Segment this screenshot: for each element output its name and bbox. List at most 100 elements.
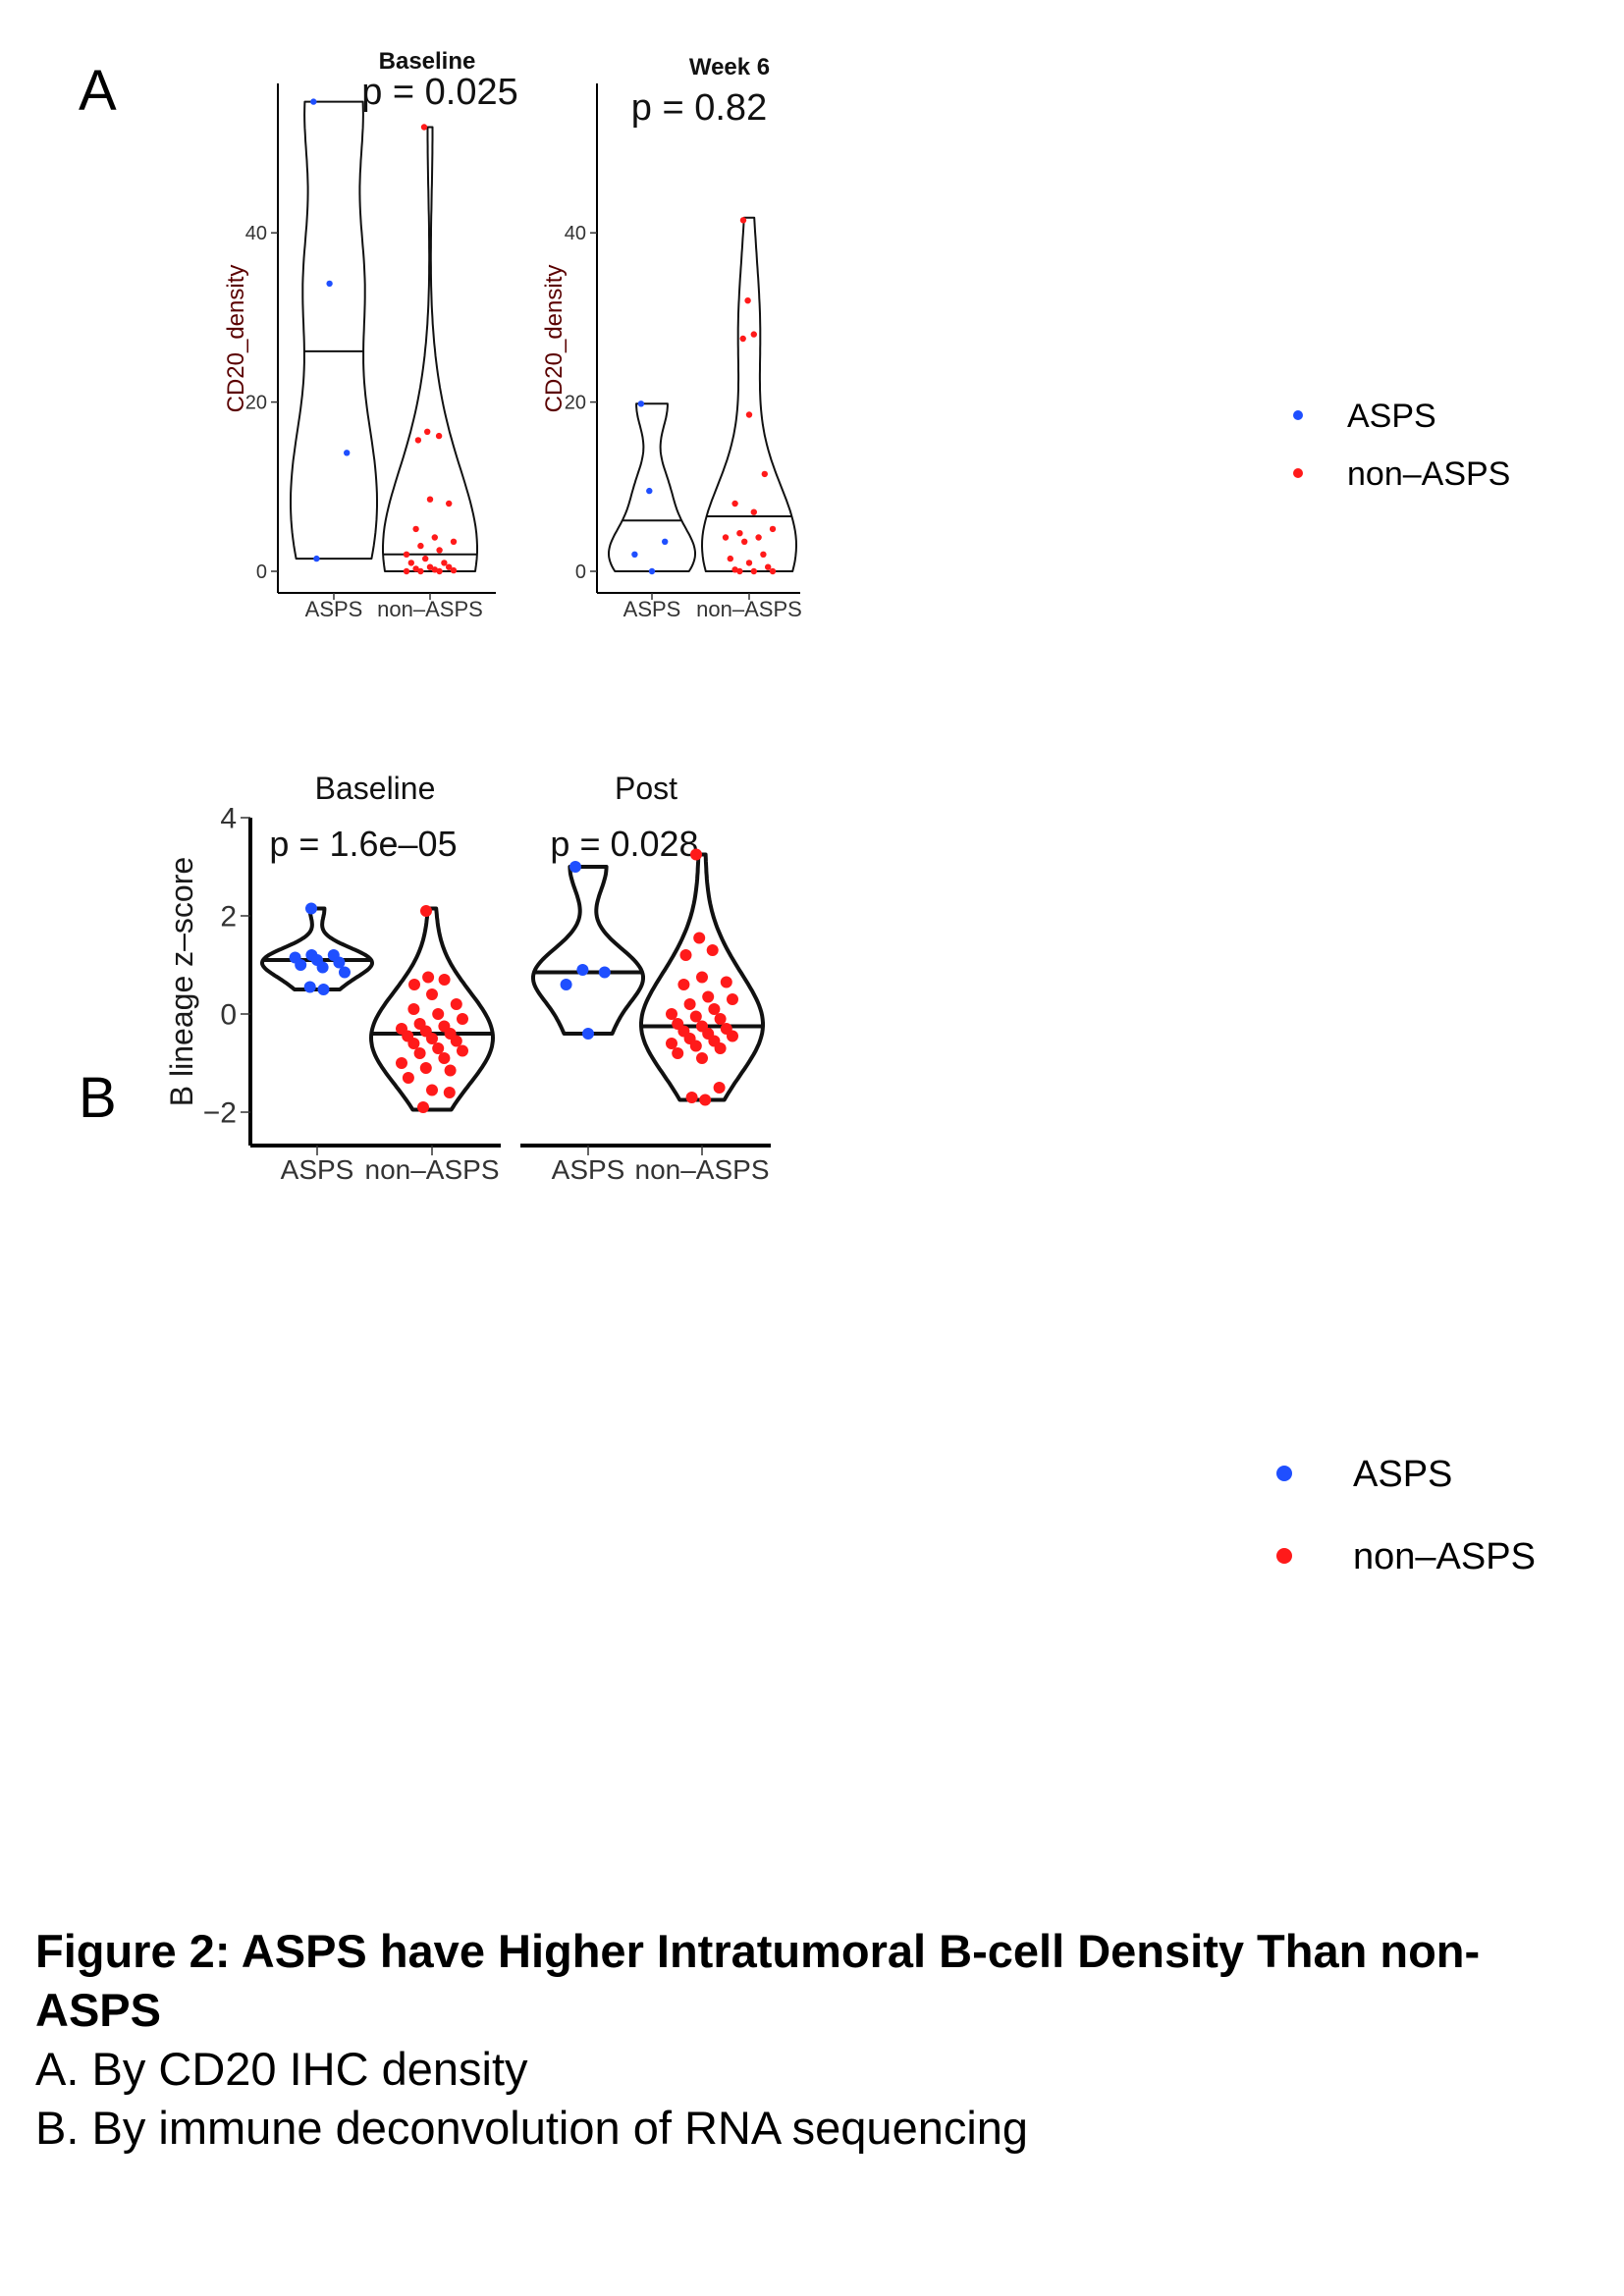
data-point-non-asps xyxy=(417,1101,429,1113)
data-point-non-asps xyxy=(446,563,453,570)
data-point-non-asps xyxy=(424,428,431,435)
y-tick-label: 20 xyxy=(245,393,267,414)
violin-non-asps xyxy=(369,906,495,1112)
data-point-non-asps xyxy=(412,565,419,572)
data-point-non-asps xyxy=(438,974,451,986)
data-point-non-asps xyxy=(755,534,762,541)
data-point-asps xyxy=(326,280,333,288)
data-point-non-asps xyxy=(413,1047,426,1059)
x-tick-label: ASPS xyxy=(281,1154,354,1185)
data-point-non-asps xyxy=(426,1033,438,1044)
data-point-asps xyxy=(637,400,645,407)
data-point-non-asps xyxy=(446,500,453,507)
data-point-asps xyxy=(344,450,351,456)
data-point-non-asps xyxy=(450,1035,462,1047)
facet-title: Baseline xyxy=(379,48,476,75)
data-point-non-asps xyxy=(685,1092,698,1103)
x-tick-label: ASPS xyxy=(552,1154,625,1185)
data-point-non-asps xyxy=(420,124,428,131)
data-point-non-asps xyxy=(727,993,738,1005)
data-point-non-asps xyxy=(745,411,753,418)
data-point-non-asps xyxy=(683,998,696,1010)
data-point-non-asps xyxy=(441,560,448,566)
y-axis-label: CD20_density xyxy=(541,265,568,413)
data-point-non-asps xyxy=(761,470,768,478)
data-point-non-asps xyxy=(432,1042,445,1054)
data-point-asps xyxy=(295,959,307,971)
data-point-non-asps xyxy=(426,496,434,503)
legend-b: ASPS non–ASPS xyxy=(1276,1454,1536,1577)
data-point-non-asps xyxy=(422,971,435,984)
data-point-asps xyxy=(316,961,329,974)
data-point-asps xyxy=(576,964,589,976)
data-point-non-asps xyxy=(450,998,462,1010)
legend-b-nonasps-label: non–ASPS xyxy=(1353,1536,1536,1577)
violin-non-asps xyxy=(382,126,478,572)
data-point-asps xyxy=(333,956,346,969)
violin-asps xyxy=(608,402,696,572)
legend-a-asps-key xyxy=(1293,410,1303,420)
panel-label-a: A xyxy=(79,59,117,123)
data-point-non-asps xyxy=(727,1030,738,1042)
data-point-non-asps xyxy=(431,534,438,541)
data-point-non-asps xyxy=(736,567,743,575)
data-point-non-asps xyxy=(750,508,757,515)
data-point-non-asps xyxy=(457,1013,468,1025)
data-point-non-asps xyxy=(435,432,443,440)
data-point-non-asps xyxy=(720,976,732,988)
data-point-non-asps xyxy=(714,1042,727,1054)
data-point-asps xyxy=(317,984,330,995)
data-point-non-asps xyxy=(438,1052,451,1064)
panel-label-b: B xyxy=(79,1066,117,1130)
legend-a-nonasps-label: non–ASPS xyxy=(1347,455,1510,493)
data-point-non-asps xyxy=(444,1064,457,1077)
y-axis-label: B lineage z–score xyxy=(164,857,199,1106)
data-point-non-asps xyxy=(744,297,751,304)
legend-b-asps-key xyxy=(1276,1466,1292,1481)
legend-a: ASPS non–ASPS xyxy=(1293,398,1510,493)
violin-asps xyxy=(531,865,645,1036)
data-point-non-asps xyxy=(419,1062,432,1074)
data-point-asps xyxy=(310,98,317,105)
data-point-non-asps xyxy=(396,1057,407,1069)
data-point-non-asps xyxy=(731,500,738,507)
violin-asps xyxy=(290,100,378,561)
data-point-non-asps xyxy=(436,547,443,554)
data-point-non-asps xyxy=(750,567,757,575)
data-point-non-asps xyxy=(666,1008,677,1020)
data-point-non-asps xyxy=(407,560,414,566)
data-point-asps xyxy=(339,966,351,979)
data-point-non-asps xyxy=(432,1008,445,1020)
data-point-non-asps xyxy=(412,525,419,533)
y-tick-label: 0 xyxy=(256,561,267,583)
x-tick-label: ASPS xyxy=(623,597,681,621)
legend-b-asps-label: ASPS xyxy=(1353,1454,1452,1495)
data-point-non-asps xyxy=(443,1087,456,1098)
data-point-non-asps xyxy=(741,538,748,545)
data-point-non-asps xyxy=(769,567,777,575)
p-value-annotation: p = 0.82 xyxy=(631,87,767,129)
y-tick-label: 0 xyxy=(575,561,586,583)
data-point-asps xyxy=(662,538,669,545)
y-tick-label: 0 xyxy=(220,999,237,1032)
violin-asps xyxy=(260,906,374,991)
x-tick-label: non–ASPS xyxy=(377,597,483,621)
data-point-non-asps xyxy=(436,567,443,575)
data-point-non-asps xyxy=(739,335,746,343)
data-point-non-asps xyxy=(417,567,424,575)
data-point-asps xyxy=(305,902,317,915)
y-tick-label: 4 xyxy=(220,803,237,835)
data-point-non-asps xyxy=(750,331,757,338)
data-point-non-asps xyxy=(450,538,458,545)
data-point-non-asps xyxy=(403,551,410,558)
data-point-non-asps xyxy=(407,1038,420,1049)
data-point-non-asps xyxy=(417,542,424,550)
data-point-non-asps xyxy=(696,1052,708,1064)
data-point-non-asps xyxy=(426,1084,438,1096)
data-point-non-asps xyxy=(422,555,429,562)
legend-a-asps-label: ASPS xyxy=(1347,398,1436,435)
